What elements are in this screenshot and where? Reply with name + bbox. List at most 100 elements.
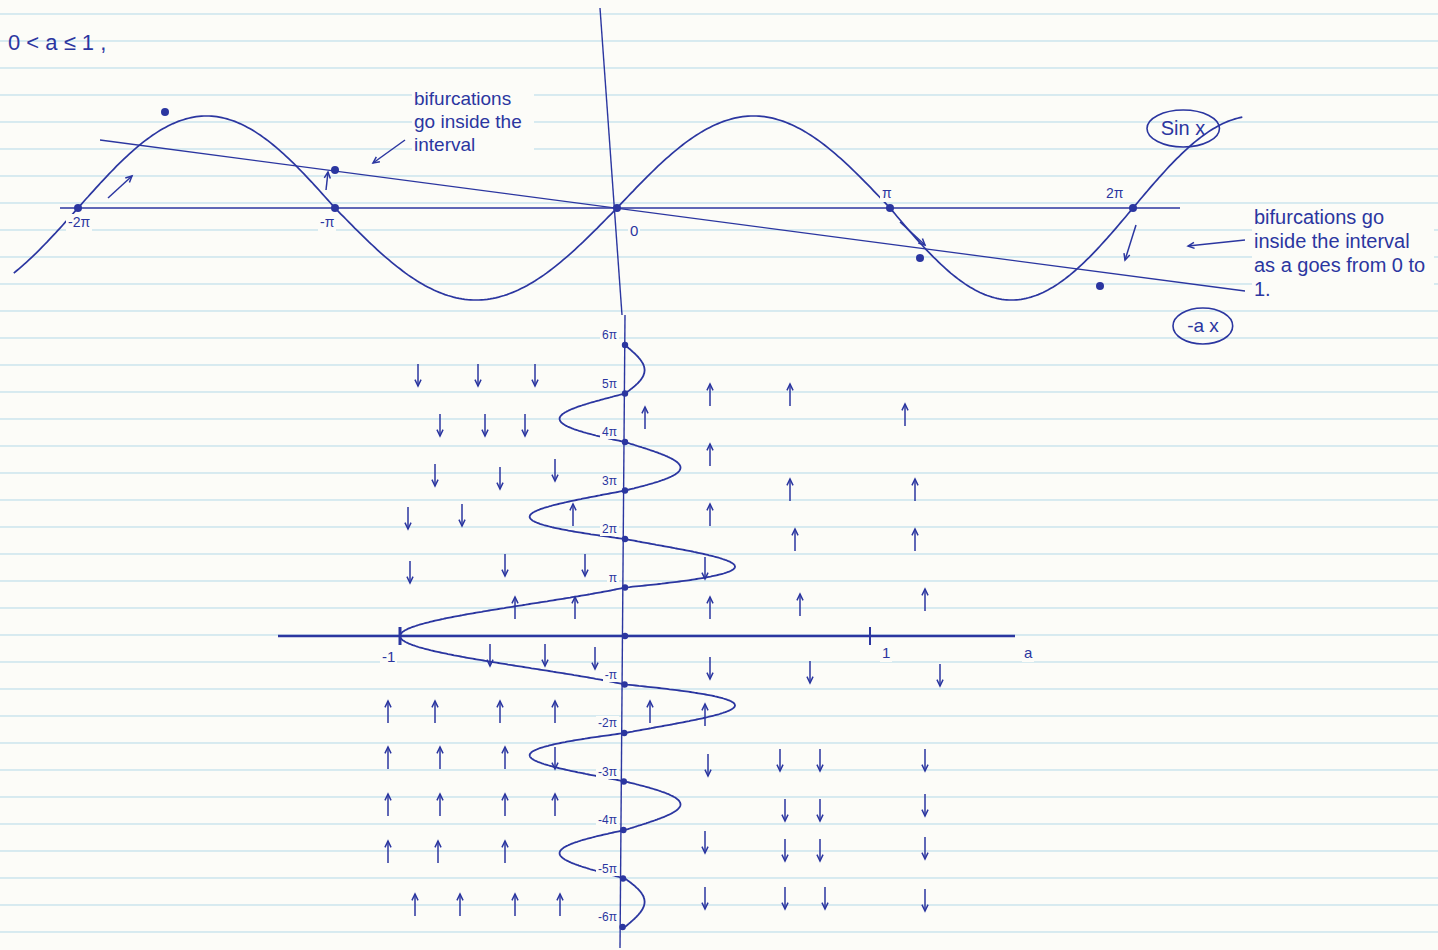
paper-rule [0,95,1438,96]
paper-rule [0,932,1438,933]
axis-label: -π [603,668,619,682]
flow-arrow [922,589,928,595]
equilibrium-dot [622,342,628,348]
flow-arrow [475,380,481,386]
axis-label: -6π [596,910,619,924]
axis-label: -π [318,214,336,231]
paper-rule [0,149,1438,150]
equilibrium-dot [621,730,627,736]
flow-arrow [707,384,713,390]
flow-arrow [387,794,389,816]
flow-arrow [554,701,556,723]
flow-arrow [459,520,465,526]
equilibrium-dot [622,487,628,493]
flow-arrow [434,701,436,723]
flow-arrow [704,831,706,853]
point-dot [1096,282,1104,290]
paper-rule [0,608,1438,609]
flow-arrow [417,364,419,386]
flow-arrow [702,704,708,710]
handwritten-note: bifurcations go inside the interval as a… [1252,205,1434,301]
paper-rule [0,473,1438,474]
flow-arrow [552,794,558,800]
flow-arrow [914,529,916,551]
flow-arrow [409,561,411,583]
flow-arrow [407,507,409,529]
equilibrium-dot [621,778,627,784]
flow-arrow [570,504,576,510]
equilibrium-dot [620,827,626,833]
equilibrium-dot [622,390,628,396]
flow-arrow [924,837,926,859]
flow-arrow [435,841,441,847]
flow-arrow [385,701,391,707]
flow-arrow [817,815,823,821]
paper-rule [0,905,1438,906]
tick [869,627,871,645]
flow-arrow [705,770,711,776]
flow-arrow [707,444,713,450]
flow-arrow [385,794,391,800]
paper-rule [0,662,1438,663]
axis-label: -1 [380,648,397,666]
point-dot [613,204,621,212]
paper-rule [0,419,1438,420]
flow-arrow [461,504,463,526]
flow-arrow [789,384,791,406]
a-axis [278,635,1015,637]
equilibrium-dot [622,536,628,542]
flow-arrow [432,480,438,486]
paper-rule [0,284,1438,285]
flow-arrow [497,701,503,707]
flow-arrow [784,839,786,861]
flow-arrow [824,887,826,909]
flow-arrow [924,749,926,771]
flow-arrow [709,384,711,406]
flow-arrow [554,459,556,481]
flow-arrow [649,701,651,723]
axis-label: π [607,571,619,585]
circled-expression: -a x [1171,306,1235,346]
flow-arrow [574,597,576,619]
flow-arrow [504,794,506,816]
flow-arrow [924,794,926,816]
axis-label: -3π [596,765,619,779]
flow-arrow [502,794,508,800]
flow-arrow [512,894,518,900]
flow-arrow [499,467,501,489]
flow-arrow [385,841,391,847]
axis-label: π [880,185,894,202]
motion-arrow [1125,225,1136,260]
flow-arrow [544,644,546,666]
motion-arrow [324,172,330,179]
axis-label: 0 [628,222,640,240]
paper-rule [0,500,1438,501]
flow-arrow [922,810,928,816]
flow-arrow [939,664,941,686]
flow-arrow [497,483,503,489]
handwritten-note: bifurcations go inside the interval [412,88,534,156]
flow-arrow [922,905,928,911]
sine-curve [14,116,1243,300]
point-dot [161,108,169,116]
paper-rule [0,716,1438,717]
equilibrium-dot [622,439,628,445]
circled-expression: Sin x [1145,108,1221,149]
flow-arrow [572,504,574,526]
axis-label: -5π [596,862,619,876]
flow-arrow [504,841,506,863]
flow-arrow [792,529,798,535]
paper-rule [0,365,1438,366]
point-dot [886,204,894,212]
flow-arrow [702,573,708,579]
flow-arrow [819,839,821,861]
paper-rule [0,230,1438,231]
flow-arrow [709,657,711,679]
flow-arrow [819,749,821,771]
flow-arrow [432,701,438,707]
flow-arrow [542,660,548,666]
handwritten-note: 0 < a ≤ 1 , [8,30,106,56]
paper-rule [0,257,1438,258]
flow-arrow [489,644,491,666]
